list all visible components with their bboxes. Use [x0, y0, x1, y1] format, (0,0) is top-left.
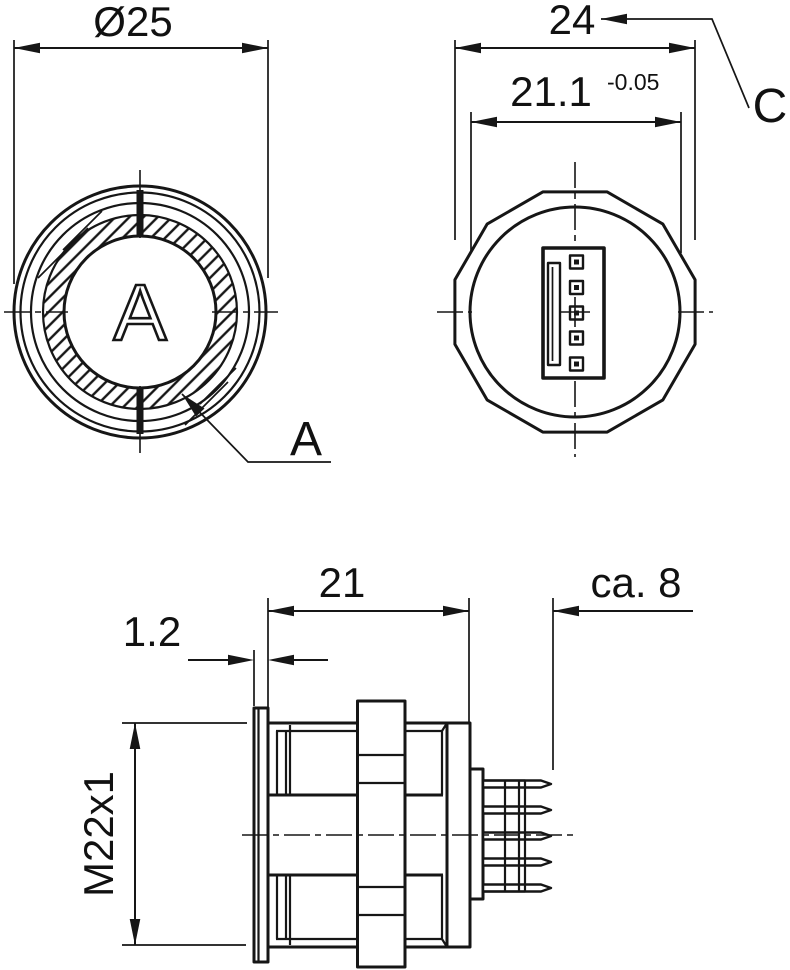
- connector-pins-side: [481, 779, 553, 893]
- connector-polarizing-bar: [546, 261, 562, 367]
- hex-nut: [356, 699, 407, 969]
- front-view: Ø25 A A: [4, 0, 331, 466]
- thread-section-right: [405, 721, 447, 949]
- thread-detail-right: [405, 722, 448, 948]
- arrowhead-right-icon: [669, 42, 695, 54]
- thread-size-label: M22x1: [75, 771, 122, 897]
- arrowhead-up-icon: [129, 723, 141, 749]
- pin-length-label: ca. 8: [590, 559, 681, 606]
- arrowhead-left-icon: [268, 654, 294, 666]
- detail-c-callout: C: [753, 80, 788, 133]
- detail-a-leader-line: [181, 393, 331, 463]
- leader-arrowhead-icon: [182, 394, 205, 417]
- arrowhead-left-icon: [14, 42, 40, 54]
- arrowhead-left-icon: [553, 605, 579, 617]
- bezel-thickness-label: 1.2: [123, 608, 181, 655]
- side-extension-lines-21: [267, 598, 470, 723]
- body-length-label: 21: [319, 559, 366, 606]
- leader-arrowhead-icon: [601, 13, 627, 25]
- back-view: 24 21.1 -0.05 C: [437, 0, 787, 457]
- hex-nut-facet-lines: [358, 753, 405, 917]
- detail-a-callout: A: [290, 413, 322, 466]
- inner-diameter-label: 21.1: [510, 68, 592, 115]
- arrowhead-down-icon: [129, 919, 141, 945]
- bezel-accent-lines: [37, 210, 237, 426]
- side-view: 21 ca. 8 1.2 M22x1: [75, 559, 693, 969]
- connector-shroud: [468, 767, 485, 901]
- back-extension-lines-24: [454, 40, 696, 240]
- arrowhead-right-icon: [228, 654, 254, 666]
- connector-pins-rear: [568, 254, 585, 372]
- arrowhead-left-icon: [455, 42, 481, 54]
- front-diameter-label: Ø25: [93, 0, 172, 45]
- arrowhead-right-icon: [242, 42, 268, 54]
- arrowhead-left-icon: [268, 605, 294, 617]
- back-extension-lines-211: [470, 112, 682, 253]
- arrowhead-right-icon: [443, 605, 469, 617]
- button-face-letter: A: [113, 268, 167, 357]
- front-extension-lines: [13, 40, 269, 284]
- inner-diameter-tolerance: -0.05: [607, 69, 659, 95]
- pin-header-walls: [503, 780, 521, 892]
- across-flats-label: 24: [549, 0, 596, 43]
- rear-body-circle: [468, 205, 682, 419]
- arrowhead-right-icon: [655, 116, 681, 128]
- thread-detail-left: [275, 725, 358, 945]
- bezel-outer-circle: [12, 184, 268, 440]
- detail-c-leader-line: [601, 18, 750, 109]
- center-mark: [560, 297, 590, 327]
- thread-extension-lines: [122, 722, 247, 946]
- arrowhead-left-icon: [471, 116, 497, 128]
- thread-section-left: [266, 721, 358, 949]
- housing-polygon: [453, 190, 697, 434]
